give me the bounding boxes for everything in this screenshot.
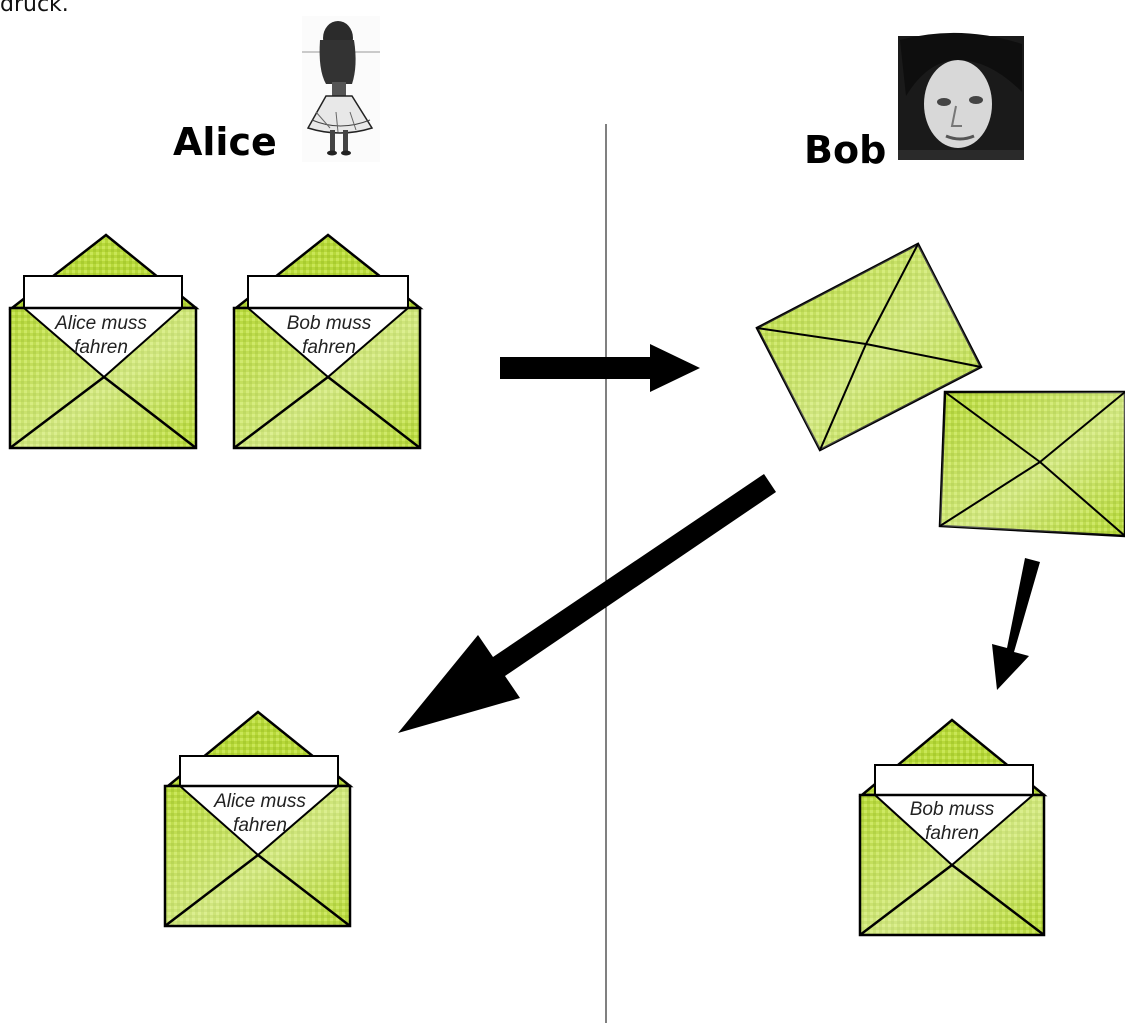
header-text-fragment: druck.	[0, 0, 69, 17]
bob-label: Bob	[804, 128, 887, 172]
bob-portrait-photo	[898, 32, 1024, 160]
arrow-down	[992, 558, 1040, 690]
envelope-bob-top: Bob muss fahren	[232, 233, 424, 450]
alice-illustration	[302, 16, 380, 162]
letter-text-line-1: Alice muss	[213, 791, 306, 812]
arrow-diagonal-left	[398, 474, 776, 733]
letter-text-line-1: Bob muss	[287, 313, 372, 334]
envelope-closed	[938, 390, 1125, 538]
letter-text-line-2: fahren	[925, 823, 979, 844]
envelope-alice-top: Alice muss fahren	[8, 233, 200, 450]
letter-text-line-1: Bob muss	[910, 799, 995, 820]
letter-text-line-2: fahren	[233, 815, 287, 836]
envelope-alice-bottom: Alice muss fahren	[163, 710, 354, 928]
letter-text-line-2: fahren	[302, 337, 356, 358]
letter-text-line-2: fahren	[74, 337, 128, 358]
letter-text-line-1: Alice muss	[54, 313, 147, 334]
envelope-bob-bottom: Bob muss fahren	[858, 718, 1048, 937]
arrow-right	[500, 344, 700, 392]
envelope-closed-rotated	[755, 242, 983, 452]
alice-label: Alice	[173, 120, 277, 164]
